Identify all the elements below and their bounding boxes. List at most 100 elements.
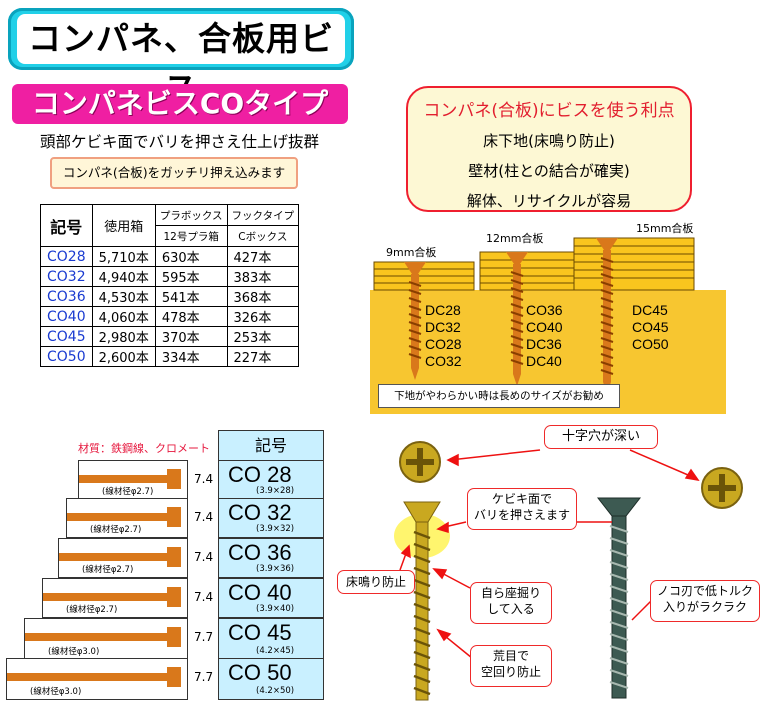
spec-code: CO 36 <box>228 540 292 565</box>
board-label-12mm: 12mm合板 <box>486 232 544 245</box>
callout-line: して入る <box>487 602 535 616</box>
row-code: CO40 <box>40 306 93 327</box>
spec-wire: (線材径φ2.7) <box>102 487 154 497</box>
spec-header: 記号 <box>218 430 324 462</box>
size-group-15mm: DC45 CO45 CO50 <box>632 302 669 353</box>
spec-code: CO 45 <box>228 620 292 645</box>
spec-size: (4.2×50) <box>256 686 295 696</box>
callout-burr: ケビキ面で バリを押さえます <box>467 488 577 530</box>
spec-size: (4.2×45) <box>256 646 295 656</box>
benefit-line: 壁材(柱との結合が確実) <box>468 162 630 180</box>
size-label: DC36 <box>526 336 562 352</box>
row-bulk: 4,940本 <box>91 266 156 287</box>
spec-wire: (線材径φ2.7) <box>90 525 142 535</box>
page-title: コンパネ、合板用ビス <box>17 14 345 108</box>
row-code: CO45 <box>40 326 93 347</box>
spec-screw-box <box>39 538 188 578</box>
table-subheader-hook: Cボックス <box>226 225 300 247</box>
callout-deep-cross: 十字穴が深い <box>544 425 658 449</box>
spec-wire: (線材径φ3.0) <box>30 687 82 697</box>
material-label: 材質：鉄鋼線、クロメート <box>78 442 210 455</box>
board-label-15mm: 15mm合板 <box>636 222 694 235</box>
row-plastic: 478本 <box>154 306 228 327</box>
row-cbox: 427本 <box>226 246 300 267</box>
row-plastic: 595本 <box>154 266 228 287</box>
callout-arrows <box>399 449 700 659</box>
row-cbox: 368本 <box>226 286 300 307</box>
row-cbox: 253本 <box>226 326 300 347</box>
size-label: CO45 <box>632 319 669 335</box>
table-row: CO36 4,530本 541本 368本 <box>40 286 300 307</box>
table-header-bulk: 徳用箱 <box>91 204 156 247</box>
spec-row <box>218 658 324 700</box>
spec-size: (3.9×40) <box>256 604 295 614</box>
callout-line: 自ら座掘り <box>480 586 541 600</box>
callout-line: ケビキ面で <box>491 492 552 506</box>
spec-row <box>218 578 324 618</box>
row-code: CO36 <box>40 286 93 307</box>
row-plastic: 370本 <box>154 326 228 347</box>
size-group-9mm: DC28 DC32 CO28 CO32 <box>425 302 462 370</box>
size-label: DC28 <box>425 302 461 318</box>
callout-line: バリを押さえます <box>473 508 570 522</box>
spec-code: CO 40 <box>228 580 292 605</box>
table-row: CO45 2,980本 370本 253本 <box>40 326 300 347</box>
spec-screw-box <box>53 498 188 538</box>
callout-squeak: 床鳴り防止 <box>337 570 415 594</box>
spec-code: CO 50 <box>228 660 292 685</box>
spec-wire: (線材径φ2.7) <box>66 605 118 615</box>
quantity-table: 記号 徳用箱 プラボックス フックタイプ 12号プラ箱 Cボックス CO28 5… <box>40 204 300 367</box>
size-label: DC32 <box>425 319 461 335</box>
row-bulk: 4,060本 <box>91 306 156 327</box>
size-label: CO50 <box>632 336 669 352</box>
row-cbox: 326本 <box>226 306 300 327</box>
screw-head-icon <box>399 441 441 483</box>
spec-size: (3.9×32) <box>256 524 295 534</box>
size-label: CO36 <box>526 302 563 318</box>
subtitle-banner: コンパネビスCOタイプ <box>12 84 348 124</box>
screw-icon <box>596 238 618 394</box>
size-group-12mm: CO36 CO40 DC36 DC40 <box>526 302 563 370</box>
benefit-line: 床下地(床鳴り防止) <box>483 132 615 150</box>
spec-screw-box <box>0 658 188 700</box>
callout-line: 荒目で <box>492 649 529 663</box>
size-label: CO32 <box>425 353 462 369</box>
spec-wire: (線材径φ3.0) <box>48 647 100 657</box>
spec-wire: (線材径φ2.7) <box>82 565 134 575</box>
benefit-line: 解体、リサイクルが容易 <box>466 192 632 210</box>
row-cbox: 227本 <box>226 346 300 367</box>
spec-size: (3.9×28) <box>256 486 295 496</box>
spec-length: 7.4 <box>194 550 214 564</box>
spec-code: CO 32 <box>228 500 292 525</box>
product-photo-area <box>394 441 743 701</box>
row-code: CO28 <box>40 246 93 267</box>
spec-length: 7.7 <box>194 670 214 684</box>
callout-saw-blade: ノコ刃で低トルク 入りがラクラク <box>650 580 760 622</box>
spec-size: (3.9×36) <box>256 564 295 574</box>
spec-screw-box <box>11 618 188 660</box>
note-box: コンパネ(合板)をガッチリ押え込みます <box>50 157 298 189</box>
size-label: DC40 <box>526 353 562 369</box>
spec-screw-box <box>25 578 188 618</box>
screw-icon <box>596 497 642 699</box>
screw-icon <box>404 262 426 380</box>
screw-icon <box>506 252 528 386</box>
benefits-title: コンパネ(合板)にビスを使う利点 <box>423 101 675 121</box>
row-code: CO50 <box>40 346 93 367</box>
table-row: CO28 5,710本 630本 427本 <box>40 246 300 267</box>
table-row: CO32 4,940本 595本 383本 <box>40 266 300 287</box>
board-15mm <box>573 237 695 291</box>
screw-head-icon <box>701 467 743 509</box>
row-plastic: 541本 <box>154 286 228 307</box>
table-header-code: 記号 <box>40 204 93 247</box>
board-12mm <box>479 251 581 291</box>
row-code: CO32 <box>40 266 93 287</box>
spec-length: 7.4 <box>194 472 214 486</box>
spec-screw-box <box>67 460 188 500</box>
row-plastic: 334本 <box>154 346 228 367</box>
table-subheader-plastic: 12号プラ箱 <box>154 225 228 247</box>
row-cbox: 383本 <box>226 266 300 287</box>
table-header-plastic: プラボックス <box>154 204 228 226</box>
spec-length: 7.4 <box>194 590 214 604</box>
row-bulk: 2,980本 <box>91 326 156 347</box>
